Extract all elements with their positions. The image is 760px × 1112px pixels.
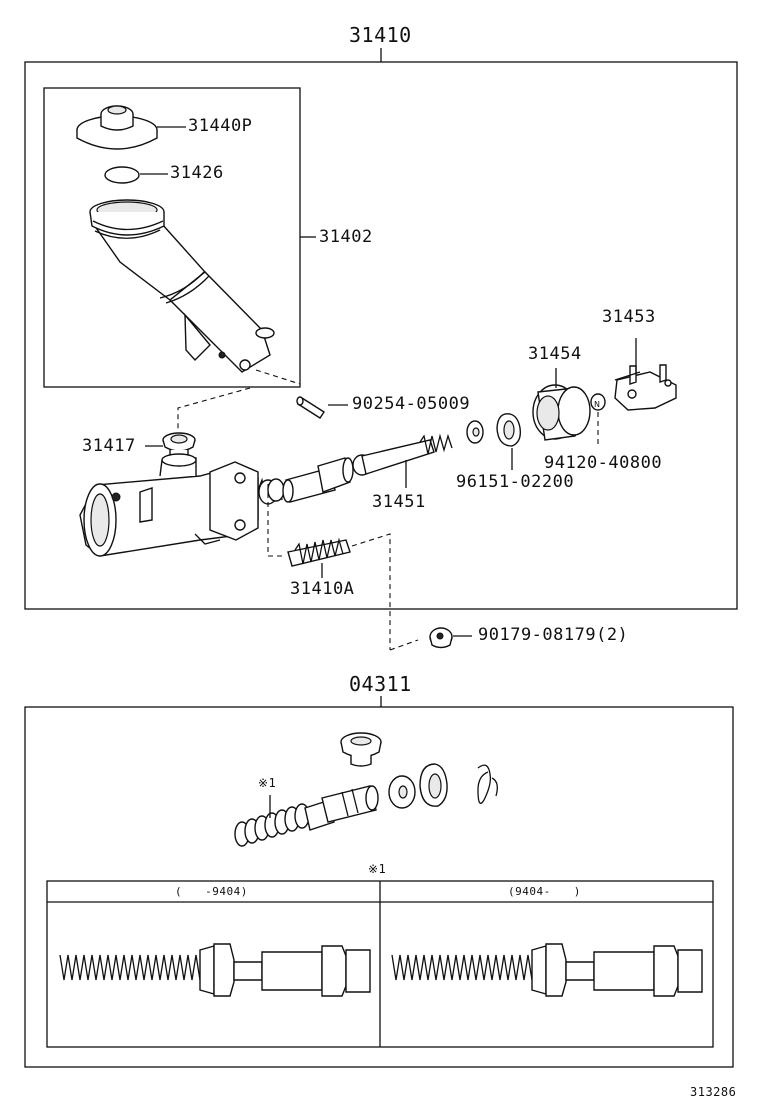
push-rod-part	[352, 433, 453, 476]
kit-washer-part	[388, 775, 416, 809]
pin-label: 90254-05009	[352, 394, 471, 414]
kit-snap-ring-part	[419, 763, 448, 807]
reservoir-dash	[255, 369, 301, 385]
figure-code: 313286	[690, 1085, 737, 1099]
gasket-part	[104, 166, 140, 184]
variant-table	[46, 880, 714, 1048]
small-nut-part: N	[590, 393, 606, 411]
nut-label: 90179-08179(2)	[478, 625, 629, 645]
variant-right-spring	[391, 943, 703, 997]
piston-upper-part	[282, 457, 354, 503]
reservoir-cap-label: 31440P	[188, 116, 253, 136]
pin-part	[296, 396, 325, 419]
kit-clip-part	[477, 764, 498, 804]
nut-dash	[389, 639, 419, 651]
piston-lower-part	[287, 537, 351, 567]
piston-label: 31410A	[290, 579, 355, 599]
push-rod-label: 31451	[372, 492, 426, 512]
svg-text:N: N	[594, 400, 600, 409]
kit-spring-part	[234, 799, 335, 847]
master-cylinder-body	[79, 453, 259, 557]
boot-label: 31454	[528, 344, 582, 364]
nut-part	[429, 627, 453, 649]
table-header-left: ( -9404)	[175, 885, 248, 898]
assembly-number: 31410	[349, 23, 412, 47]
body-spring	[257, 477, 285, 505]
bracket-part	[614, 364, 677, 411]
table-note-mark: ※1	[368, 862, 387, 876]
table-header-right: (9404- )	[508, 885, 581, 898]
reservoir-part	[89, 199, 275, 373]
assembly-frame	[24, 61, 738, 610]
kit-piston-part	[321, 785, 379, 823]
kit-plug-part	[340, 732, 382, 767]
plug-label: 31417	[82, 436, 136, 456]
plug-dash	[177, 387, 251, 432]
washer-part	[466, 420, 484, 444]
snap-ring-label: 96151-02200	[456, 472, 575, 492]
boot-part	[532, 384, 591, 441]
snap-ring-part	[496, 413, 522, 447]
kit-frame	[24, 706, 734, 1068]
reservoir-label: 31402	[319, 227, 373, 247]
reservoir-cap-part	[76, 105, 158, 150]
kit-number: 04311	[349, 672, 412, 696]
small-nut-label: 94120-40800	[544, 453, 663, 473]
piston-dash-right	[351, 533, 391, 650]
variant-left-spring	[59, 943, 371, 997]
piston-dash-left	[267, 484, 286, 557]
gasket-label: 31426	[170, 163, 224, 183]
kit-note-mark: ※1	[258, 776, 277, 790]
bracket-label: 31453	[602, 307, 656, 327]
